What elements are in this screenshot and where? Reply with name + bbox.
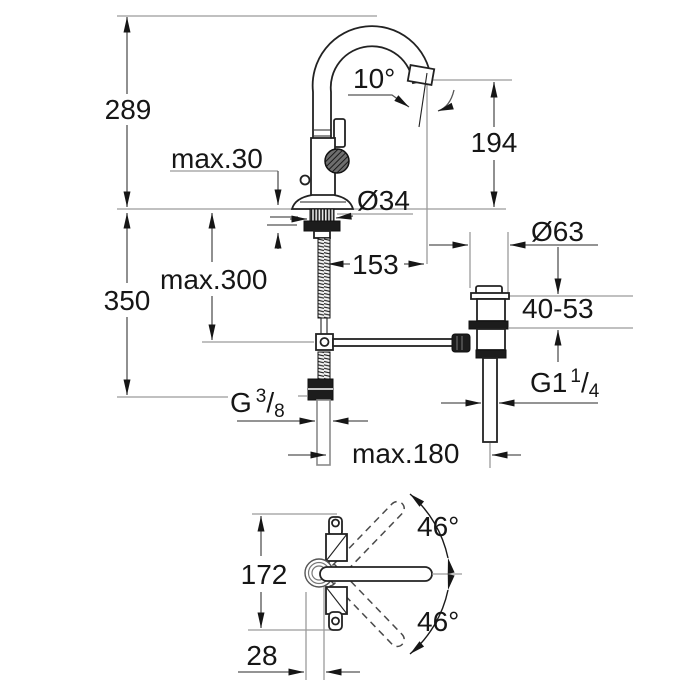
dim-max30-label: max.30 [171, 143, 263, 174]
drain-lock-nut [475, 349, 507, 359]
dim-46-lower-label: 46° [417, 606, 459, 637]
dimension-max30: max.30 [170, 143, 298, 249]
dimension-172: 172 [241, 516, 288, 628]
spout-aerator [406, 63, 436, 87]
dimension-194: 194 [471, 82, 518, 207]
plan-spout [319, 566, 433, 582]
dim-max300-label: max.300 [160, 264, 267, 295]
dim-153-label: 153 [352, 249, 399, 280]
dimension-350: 350 [104, 213, 151, 395]
handle-lever [333, 118, 346, 148]
dimension-max180: max.180 [288, 438, 521, 469]
dim-172-label: 172 [241, 559, 288, 590]
dimension-max300: max.300 [160, 213, 267, 340]
dim-40-53-label: 40-53 [522, 293, 594, 324]
plan-top-port-hole [331, 518, 340, 528]
handle-knob [324, 148, 350, 174]
dim-194-label: 194 [471, 127, 518, 158]
dim-350-label: 350 [104, 285, 151, 316]
swivel-arc-lower [409, 574, 455, 655]
rod-connector-knob [451, 333, 471, 353]
dim-max180-label: max.180 [352, 438, 459, 469]
drain-body-upper [476, 298, 506, 322]
drain-body-lower [476, 328, 506, 351]
dimension-289: 289 [105, 17, 152, 207]
dim-o34-label: Ø34 [357, 185, 410, 216]
dimension-o63: Ø63 [429, 216, 598, 249]
swivel-arc-upper [409, 493, 455, 574]
dim-10deg-label: 10° [353, 63, 395, 94]
drain-assembly [451, 285, 510, 443]
outlet-axis-line [418, 72, 428, 128]
drain-seal-ring [468, 320, 509, 330]
dimension-40-53: 40-53 [522, 247, 594, 362]
dim-28-label: 28 [246, 640, 277, 671]
popup-rod-lower [317, 351, 331, 380]
popup-rod-upper [317, 237, 331, 319]
threaded-shank [309, 208, 335, 223]
rod-joint-pivot [319, 337, 330, 347]
faucet-plan-view: 46° 46° [248, 493, 462, 680]
dim-289-label: 289 [105, 94, 152, 125]
popup-lever-knob [299, 174, 311, 186]
drain-tailpipe [482, 357, 498, 443]
dim-o63-label: Ø63 [531, 216, 584, 247]
fixing-nut [303, 220, 341, 232]
dimension-28: 28 [238, 640, 360, 676]
dim-46-upper-label: 46° [417, 511, 459, 542]
plan-bottom-port-hole [331, 616, 340, 626]
reference-lines [117, 15, 633, 398]
dimension-o34: Ø34 [290, 185, 413, 223]
dimension-153: 153 [328, 249, 424, 280]
faucet-front-view [290, 25, 455, 466]
popup-rod-horizontal [332, 338, 455, 347]
annotation-10deg: 10° [348, 63, 455, 128]
shank-collar [313, 230, 331, 239]
supply-pipe [316, 399, 331, 466]
